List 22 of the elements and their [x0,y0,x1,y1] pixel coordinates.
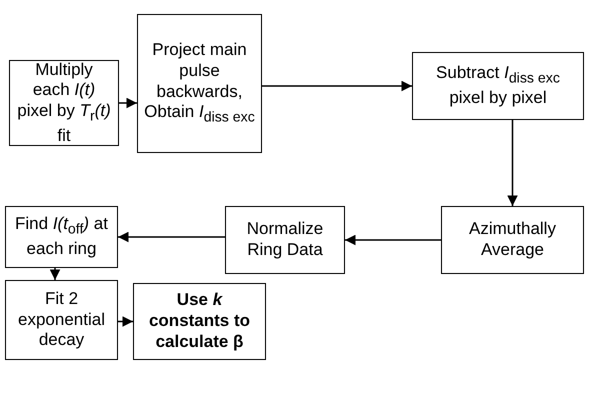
box-text: Use k constants to calculate β [148,290,252,353]
process-box [412,52,584,120]
box-text: Find I(t$_{off}$) at each ring [14,214,109,260]
arrow [119,98,137,108]
box-text: Project main pulse backwards, Obtain I$_{diss exc}$ [143,40,256,127]
arrow [50,268,60,280]
arrow [507,120,518,206]
process-box [5,206,118,268]
arrow [262,80,412,92]
box-text: Azimuthally Average [468,219,557,261]
arrow [118,232,225,242]
box-text: Subtract I$_{diss exc}$ pixel by pixel [435,63,561,109]
arrow [118,316,133,327]
box-text: Fit 2 exponential decay [17,288,106,352]
box-text: Normalize Ring Data [246,219,324,261]
process-box [133,283,266,360]
process-box [137,14,262,153]
process-box [225,206,345,274]
process-box [441,206,584,274]
box-text: Multiply each I(t) pixel by T$_{r}$(t) fit [16,60,112,146]
process-box [5,280,118,360]
arrow [345,234,441,246]
